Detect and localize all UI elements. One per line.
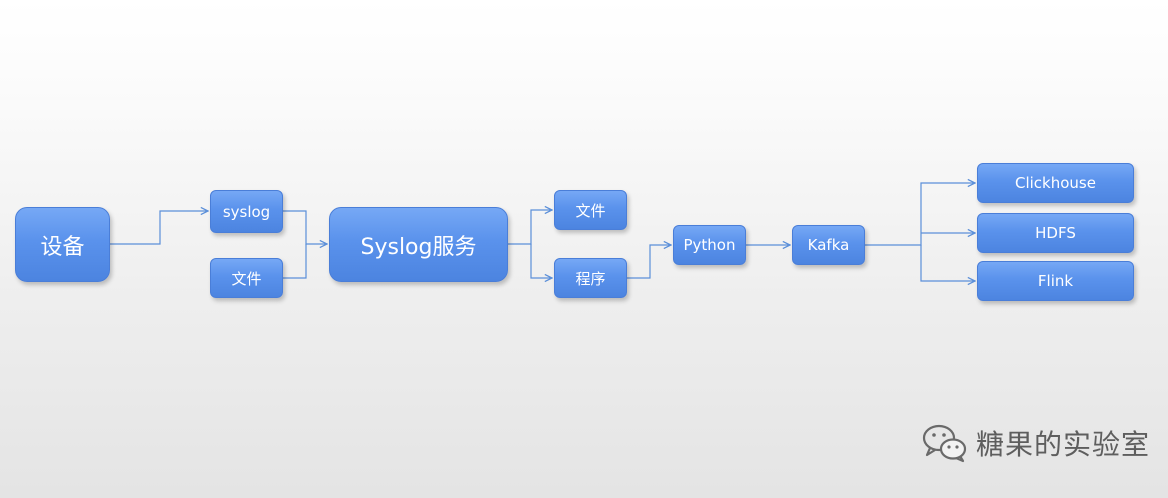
watermark: 糖果的实验室	[922, 420, 1150, 466]
connector-service-file	[508, 210, 552, 245]
node-python: Python	[673, 225, 746, 265]
node-clickhouse: Clickhouse	[977, 163, 1134, 203]
watermark-text: 糖果的实验室	[976, 428, 1151, 461]
node-hdfs: HDFS	[977, 213, 1134, 253]
connector-program-python	[627, 245, 671, 279]
node-flink: Flink	[977, 261, 1134, 301]
node-program: 程序	[554, 258, 627, 298]
node-kafka: Kafka	[792, 225, 865, 265]
node-file-input: 文件	[210, 258, 283, 298]
connector-syslog-service	[283, 210, 327, 244]
node-device: 设备	[15, 207, 110, 282]
connector-service-program	[530, 244, 552, 278]
connector-kafka-clickhouse	[865, 183, 975, 246]
connector-file-service	[283, 244, 307, 279]
node-syslog: syslog	[210, 190, 283, 233]
node-syslog-service: Syslog服务	[329, 207, 508, 282]
node-file-output: 文件	[554, 190, 627, 230]
connector-kafka-flink	[920, 245, 975, 281]
wechat-icon	[922, 424, 967, 463]
connector-device-syslog	[110, 211, 208, 245]
